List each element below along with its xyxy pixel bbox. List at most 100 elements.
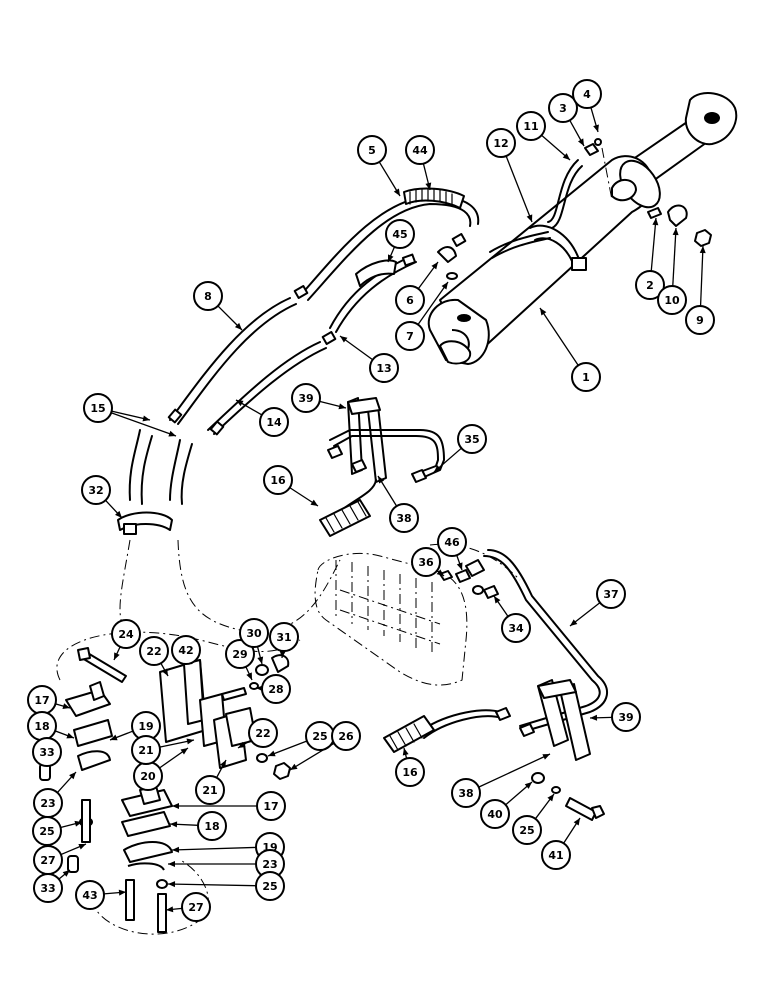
callout-15: 15 [83, 393, 177, 437]
callout-35: 35 [433, 424, 487, 473]
callout-arrowhead [434, 465, 442, 472]
callout-group: 1234567891011121314151616171718181919202… [27, 79, 715, 922]
callout-circle [635, 270, 665, 300]
callout-circle [261, 674, 291, 704]
callout-arrowhead [180, 748, 188, 755]
callout-27: 27 [165, 892, 211, 922]
callout-leader [505, 155, 533, 223]
callout-29: 29 [225, 639, 255, 681]
callout-circle [33, 873, 63, 903]
callout-circle [480, 799, 510, 829]
callout-circle [395, 757, 425, 787]
callout-arrowhead [290, 763, 298, 770]
callout-2: 2 [635, 217, 665, 300]
callout-number: 25 [262, 880, 277, 893]
upper-hoses [56, 159, 583, 681]
callout-leader [171, 846, 257, 851]
callout-circle [291, 383, 321, 413]
callout-arrowhead [166, 906, 174, 913]
callout-11: 11 [516, 111, 571, 161]
callout-46: 46 [437, 527, 467, 571]
callout-25: 25 [167, 871, 285, 901]
callout-number: 18 [34, 720, 49, 733]
callout-arrowhead [441, 282, 448, 290]
callout-number: 37 [603, 588, 618, 601]
callout-33: 33 [32, 737, 62, 767]
callout-circle [395, 285, 425, 315]
callout-circle [263, 465, 293, 495]
callout-number: 17 [263, 800, 278, 813]
callout-25: 25 [267, 721, 335, 757]
callout-arrowhead [110, 734, 118, 741]
callout-number: 41 [548, 849, 563, 862]
callout-circle [571, 362, 601, 392]
callout-arrowhead [562, 153, 570, 160]
callout-number: 15 [90, 402, 105, 415]
callout-1: 1 [539, 307, 601, 392]
callout-24: 24 [111, 619, 141, 661]
callout-number: 14 [266, 416, 282, 429]
callout-36: 36 [411, 547, 445, 577]
callout-number: 12 [493, 137, 508, 150]
callout-circle [83, 393, 113, 423]
callout-arrowhead [268, 750, 276, 757]
callout-circle [269, 622, 299, 652]
callout-arrowhead [436, 569, 444, 576]
callout-arrowhead [257, 656, 264, 664]
callout-circle [451, 778, 481, 808]
callout-3: 3 [548, 93, 585, 147]
control-valve-bank [314, 543, 608, 733]
callout-circle [255, 871, 285, 901]
callout-13: 13 [339, 335, 399, 383]
callout-arrowhead [62, 870, 70, 877]
callout-arrowhead [388, 254, 394, 262]
callout-arrowhead [78, 843, 86, 850]
callout-16: 16 [395, 747, 425, 787]
callout-circle [486, 128, 516, 158]
callout-circle [395, 321, 425, 351]
callout-number: 46 [444, 536, 460, 549]
callout-circle [596, 579, 626, 609]
callout-number: 21 [138, 744, 153, 757]
callout-circle [657, 285, 687, 315]
callout-number: 44 [412, 144, 428, 157]
callout-8: 8 [193, 281, 243, 331]
callout-arrowhead [115, 510, 122, 518]
callout-arrowhead [402, 748, 409, 756]
callout-22: 22 [237, 718, 278, 749]
callout-38: 38 [377, 475, 419, 533]
callout-leader [289, 742, 335, 771]
callout-arrowhead [526, 214, 533, 222]
callout-circle [405, 135, 435, 165]
callout-44: 44 [405, 135, 435, 191]
callout-number: 9 [696, 314, 704, 327]
callout-39: 39 [589, 702, 641, 732]
callout-14: 14 [235, 399, 289, 437]
callout-19: 19 [109, 711, 161, 741]
callout-number: 31 [276, 631, 291, 644]
callout-arrowhead [425, 182, 432, 190]
callout-27: 27 [33, 843, 87, 875]
callout-arrowhead [542, 754, 550, 760]
callout-circle [389, 503, 419, 533]
callout-number: 16 [270, 474, 286, 487]
callout-26: 26 [289, 721, 361, 771]
callout-31: 31 [269, 622, 299, 659]
callout-number: 25 [312, 730, 327, 743]
callout-33: 33 [33, 869, 71, 903]
callout-5: 5 [357, 135, 401, 197]
callout-arrowhead [672, 228, 679, 236]
callout-number: 18 [204, 820, 219, 833]
callout-number: 8 [204, 290, 212, 303]
callout-arrowhead [570, 619, 578, 626]
callout-number: 42 [178, 644, 193, 657]
callout-arrowhead [652, 218, 659, 226]
callout-circle [32, 737, 62, 767]
callout-number: 29 [232, 648, 247, 661]
callout-arrowhead [62, 703, 70, 709]
callout-number: 28 [268, 683, 283, 696]
callout-circle [248, 718, 278, 748]
callout-17: 17 [172, 791, 286, 821]
callout-6: 6 [395, 261, 439, 315]
